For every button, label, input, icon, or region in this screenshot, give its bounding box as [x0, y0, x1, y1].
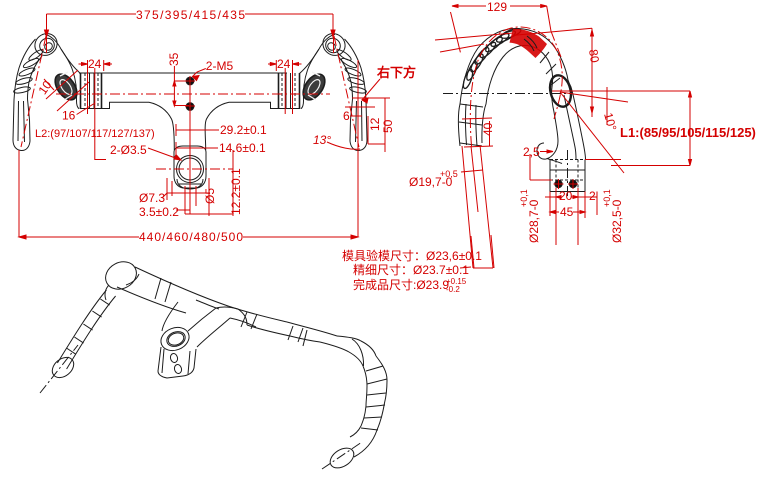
svg-text:29.2±0.1: 29.2±0.1	[220, 123, 267, 137]
svg-text:440/460/480/500: 440/460/480/500	[139, 230, 243, 244]
svg-text:2: 2	[589, 189, 596, 203]
svg-text:2,5: 2,5	[523, 145, 540, 159]
svg-text:L1:(85/95/105/115/125): L1:(85/95/105/115/125)	[620, 125, 756, 140]
svg-text:3.5±0.2: 3.5±0.2	[139, 205, 179, 219]
svg-text:24: 24	[277, 57, 291, 71]
svg-text:完成品尺寸:Ø23.9: 完成品尺寸:Ø23.9	[353, 277, 449, 292]
svg-text:Ø5: Ø5	[203, 188, 217, 204]
svg-text:12: 12	[368, 117, 382, 131]
svg-text:+0,1: +0,1	[519, 189, 529, 207]
svg-text:精细尺寸：Ø23.7±0.1: 精细尺寸：Ø23.7±0.1	[353, 263, 469, 277]
svg-text:45: 45	[560, 205, 574, 219]
svg-text:50: 50	[381, 119, 395, 133]
svg-text:+0.15: +0.15	[446, 277, 467, 286]
svg-text:35: 35	[167, 52, 181, 66]
svg-text:Ø28,7-0: Ø28,7-0	[527, 199, 541, 243]
svg-text:+0,1: +0,1	[602, 189, 612, 207]
svg-text:6: 6	[343, 109, 350, 123]
svg-text:14.6±0.1: 14.6±0.1	[219, 141, 266, 155]
svg-text:2-M5: 2-M5	[206, 59, 234, 73]
svg-text:20: 20	[559, 189, 573, 203]
svg-text:2-Ø3.5: 2-Ø3.5	[110, 143, 147, 157]
svg-text:Ø32,5-0: Ø32,5-0	[610, 199, 624, 243]
svg-text:10°: 10°	[601, 111, 619, 132]
svg-text:+0,5: +0,5	[440, 169, 458, 179]
svg-text:12.2±0.1: 12.2±0.1	[229, 168, 243, 215]
svg-text:24: 24	[88, 57, 102, 71]
svg-text:模具验模尺寸：Ø23,6±0.1: 模具验模尺寸：Ø23,6±0.1	[342, 248, 482, 263]
svg-text:40: 40	[481, 122, 495, 136]
svg-text:13°: 13°	[313, 133, 331, 147]
svg-text:L2:(97/107/117/127/137): L2:(97/107/117/127/137)	[35, 128, 155, 140]
svg-text:右下方: 右下方	[376, 65, 416, 80]
svg-text:-0.2: -0.2	[446, 285, 460, 294]
svg-text:375/395/415/435: 375/395/415/435	[136, 8, 245, 22]
svg-text:129: 129	[487, 0, 507, 14]
svg-text:16: 16	[62, 109, 76, 123]
svg-text:80: 80	[586, 48, 602, 64]
svg-text:Ø19,7-0: Ø19,7-0	[409, 175, 453, 189]
svg-text:Ø7.3: Ø7.3	[139, 191, 165, 205]
